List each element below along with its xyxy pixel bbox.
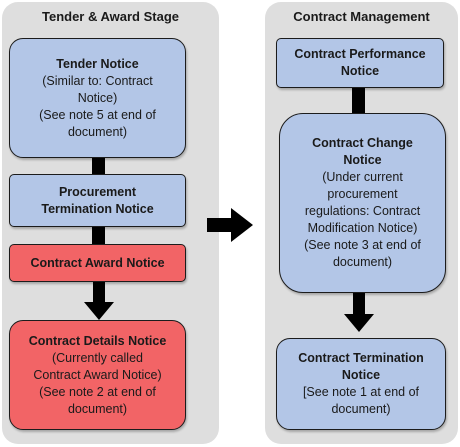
contract-termination-title-1: Contract Termination — [298, 351, 424, 365]
contract-performance-title-2: Notice — [340, 64, 380, 78]
arrow-down-to-details-icon — [84, 282, 114, 320]
contract-performance-title-1: Contract Performance — [294, 47, 426, 61]
contract-change-note-6: document) — [332, 255, 393, 269]
contract-management-title: Contract Management — [293, 9, 430, 24]
contract-change-note-1: (Under current — [322, 170, 403, 184]
contract-award-notice-title: Contract Award Notice — [30, 255, 165, 270]
contract-details-note-4: document) — [67, 401, 128, 416]
contract-change-note-4: Modification Notice) — [307, 221, 418, 235]
contract-details-title: Contract Details Notice — [28, 333, 167, 348]
contract-change-notice-box: Contract Change Notice (Under current pr… — [279, 113, 446, 293]
contract-termination-notice-box: Contract Termination Notice [See note 1 … — [276, 338, 446, 430]
connector-tender-to-termination — [92, 158, 105, 174]
tender-notice-note-3: (See note 5 at end of — [39, 107, 156, 122]
connector-performance-to-change — [352, 88, 365, 114]
connector-termination-to-award — [92, 227, 105, 244]
tender-notice-title: Tender Notice — [56, 56, 139, 71]
contract-termination-title-2: Notice — [341, 368, 381, 382]
tender-notice-note-2: Notice) — [77, 90, 118, 105]
contract-details-note-3: (See note 2 at end of — [39, 384, 156, 399]
tender-notice-note-1: (Similar to: Contract — [42, 73, 153, 88]
tender-award-stage-title: Tender & Award Stage — [41, 9, 179, 24]
contract-change-title-2: Notice — [343, 153, 382, 167]
procurement-termination-box: Procurement Termination Notice — [9, 174, 186, 227]
tender-notice-note-4: document) — [67, 124, 128, 139]
contract-change-note-2: procurement — [327, 187, 398, 201]
tender-notice-box: Tender Notice (Similar to: Contract Noti… — [9, 38, 186, 158]
contract-termination-note-1: [See note 1 at end of — [302, 385, 420, 399]
contract-change-note-5: (See note 3 at end of — [304, 238, 421, 252]
contract-details-notice-box: Contract Details Notice (Currently calle… — [9, 320, 186, 430]
contract-details-note-2: Contract Award Notice) — [33, 367, 162, 382]
procurement-termination-title-2: Termination Notice — [41, 201, 154, 216]
contract-change-title-1: Contract Change — [312, 136, 413, 150]
contract-change-note-3: regulations: Contract — [304, 204, 421, 218]
arrow-right-to-contract-management-icon — [207, 208, 253, 242]
contract-award-notice-box: Contract Award Notice — [9, 244, 186, 282]
arrow-down-to-termination-icon — [344, 292, 374, 332]
contract-details-note-1: (Currently called — [51, 350, 143, 365]
procurement-termination-title-1: Procurement — [58, 184, 137, 199]
contract-performance-notice-box: Contract Performance Notice — [276, 38, 444, 88]
contract-termination-note-2: document) — [331, 402, 391, 416]
